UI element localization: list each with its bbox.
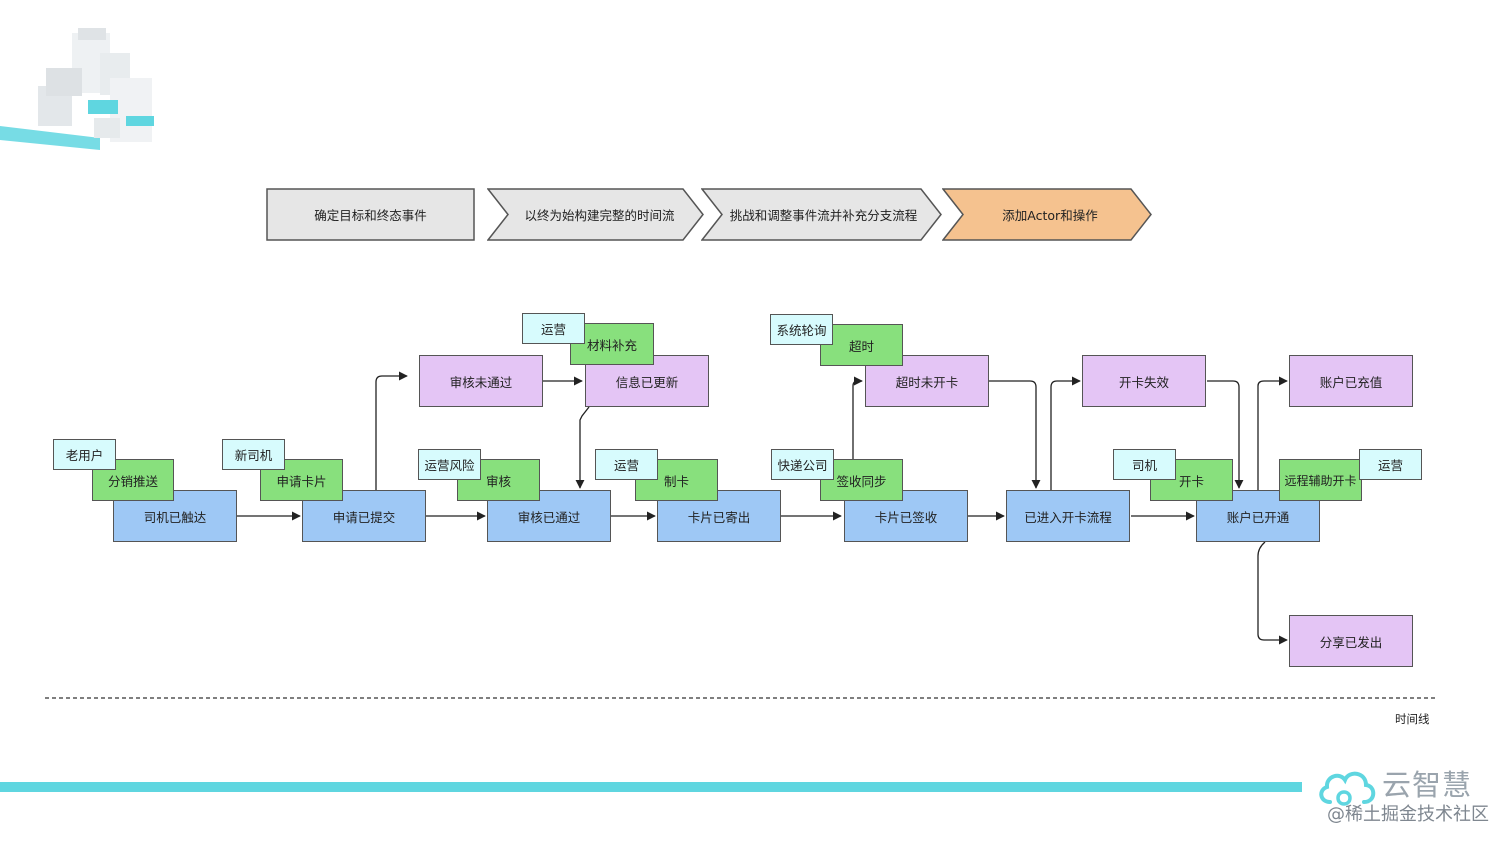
- watermark: @稀土掘金技术社区: [1327, 804, 1489, 825]
- logo-blocks-graphic: [0, 28, 154, 150]
- footer-accent-bar: [0, 782, 1302, 792]
- actor-ops-material: 运营: [522, 313, 585, 344]
- event-entered-activation: 已进入开卡流程: [1006, 490, 1130, 542]
- actor-ops-remote: 运营: [1359, 449, 1422, 480]
- event-share-sent: 分享已发出: [1289, 615, 1413, 667]
- actor-system-poll: 系统轮询: [770, 314, 833, 345]
- command-timeout: 超时: [820, 324, 903, 366]
- command-remote-assist-activate: 远程辅助开卡: [1279, 459, 1362, 501]
- actor-driver: 司机: [1113, 449, 1176, 480]
- actor-ops-risk: 运营风险: [418, 449, 481, 480]
- brand-name: 云智慧: [1382, 768, 1473, 802]
- event-activation-failed: 开卡失效: [1082, 355, 1206, 407]
- cloud-logo-icon: [1319, 771, 1376, 806]
- actor-ops-make: 运营: [595, 449, 658, 480]
- actor-courier: 快递公司: [771, 449, 834, 480]
- timeline-label: 时间线: [1395, 712, 1430, 726]
- actor-old-user: 老用户: [53, 439, 116, 470]
- actor-new-driver: 新司机: [222, 439, 285, 470]
- step-2: 以终为始构建完整的时间流: [487, 188, 704, 241]
- step-4-label: 添加Actor和操作: [1002, 208, 1098, 223]
- step-1: 确定目标和终态事件: [266, 188, 475, 241]
- step-3-label: 挑战和调整事件流并补充分支流程: [729, 208, 918, 223]
- step-3: 挑战和调整事件流并补充分支流程: [701, 188, 942, 241]
- step-2-label: 以终为始构建完整的时间流: [524, 208, 675, 223]
- step-4: 添加Actor和操作: [942, 188, 1152, 241]
- event-review-failed: 审核未通过: [419, 355, 543, 407]
- event-account-recharged: 账户已充值: [1289, 355, 1413, 407]
- step-1-label: 确定目标和终态事件: [314, 208, 427, 223]
